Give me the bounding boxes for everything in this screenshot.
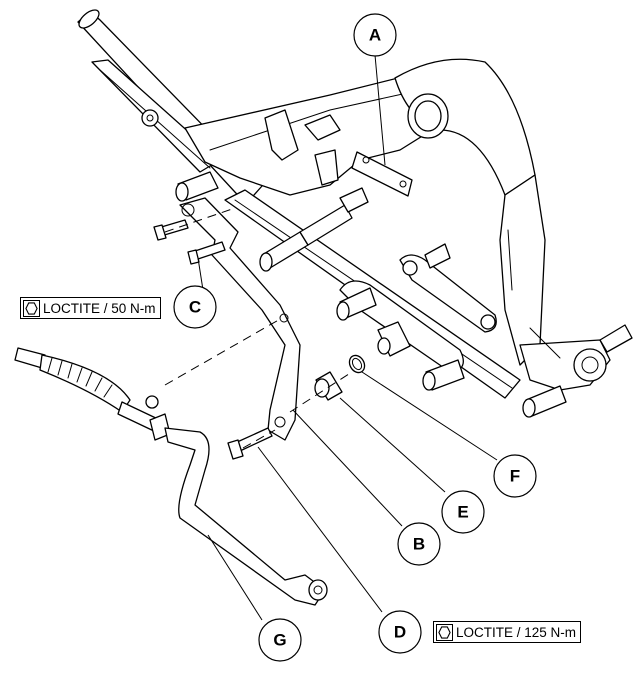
- spacer-E: [314, 371, 343, 401]
- callout-F-label: F: [510, 467, 520, 486]
- bushing-5: [422, 359, 465, 391]
- bushings: [175, 171, 633, 418]
- callout-G-label: G: [273, 631, 286, 650]
- plate-A: [351, 151, 413, 197]
- callout-A-label: A: [369, 26, 381, 45]
- ring-F: [348, 354, 366, 374]
- torque-label-c-text: LOCTITE / 50 N-m: [43, 300, 156, 316]
- callout-G: G: [258, 618, 302, 662]
- torque-label-d: LOCTITE / 125 N-m: [433, 621, 582, 643]
- leader-lines: [197, 54, 498, 621]
- callout-C-label: C: [189, 298, 201, 317]
- bushing-2: [259, 187, 369, 272]
- torque-label-c: LOCTITE / 50 N-m: [20, 297, 161, 319]
- assembly-lines: [164, 207, 353, 449]
- callout-D: D: [378, 610, 422, 654]
- callout-D-label: D: [394, 623, 406, 642]
- bolt-D: [227, 427, 273, 460]
- hex-nut-icon: [23, 299, 40, 317]
- bushing-3: [336, 287, 377, 321]
- hex-nut-icon: [436, 623, 453, 641]
- bushing-6: [522, 385, 567, 418]
- bushing-7: [599, 324, 633, 353]
- pedal-rod-G: [164, 427, 328, 606]
- bushing-1: [175, 171, 219, 202]
- callout-B: B: [397, 522, 441, 566]
- callout-E-label: E: [457, 503, 468, 522]
- callout-F: F: [493, 454, 537, 498]
- lever-B: [179, 197, 301, 441]
- callout-B-label: B: [413, 535, 425, 554]
- spring-rod: [14, 347, 171, 441]
- right-arm: [394, 58, 611, 391]
- callout-A: A: [353, 13, 397, 57]
- torque-label-d-text: LOCTITE / 125 N-m: [456, 624, 577, 640]
- callout-C: C: [173, 285, 217, 329]
- bushing-4: [424, 243, 451, 269]
- callout-E: E: [441, 490, 485, 534]
